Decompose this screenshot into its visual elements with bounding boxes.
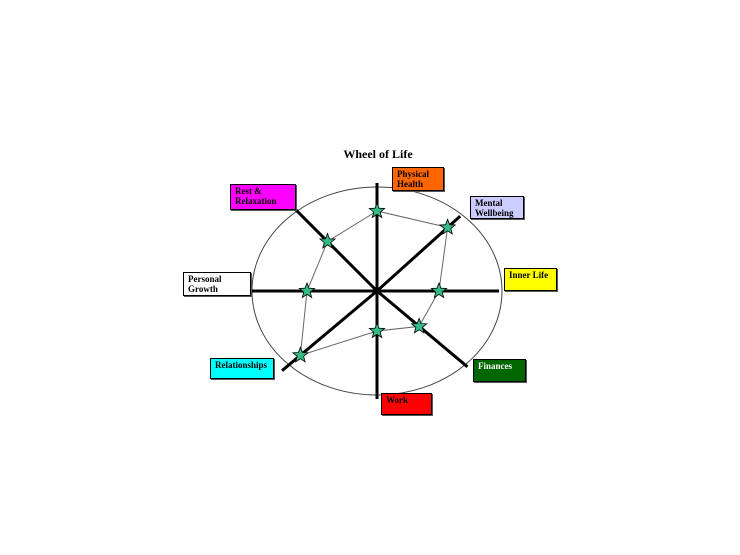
label-finances: Finances xyxy=(473,359,526,382)
star-marker-personal_growth xyxy=(298,281,316,299)
star-marker-finances xyxy=(410,317,428,334)
star-marker-relationships xyxy=(291,346,310,363)
spoke-rest_relaxation xyxy=(294,208,379,293)
star-marker-work xyxy=(368,321,386,339)
label-relationships: Relationships xyxy=(210,358,274,379)
label-work: Work xyxy=(381,393,432,415)
label-physical_health: Physical Health xyxy=(392,167,444,191)
label-mental_wellbeing: Mental Wellbeing xyxy=(470,196,524,219)
star-marker-physical_health xyxy=(368,201,386,219)
diagram-title: Wheel of Life xyxy=(343,147,413,161)
label-personal_growth: Personal Growth xyxy=(183,272,251,296)
label-inner_life: Inner Life xyxy=(504,268,557,291)
label-rest_relaxation: Rest & Relaxation xyxy=(230,184,296,210)
star-marker-rest_relaxation xyxy=(318,232,337,249)
star-marker-inner_life xyxy=(430,281,448,299)
star-marker-mental_wellbeing xyxy=(438,218,457,235)
